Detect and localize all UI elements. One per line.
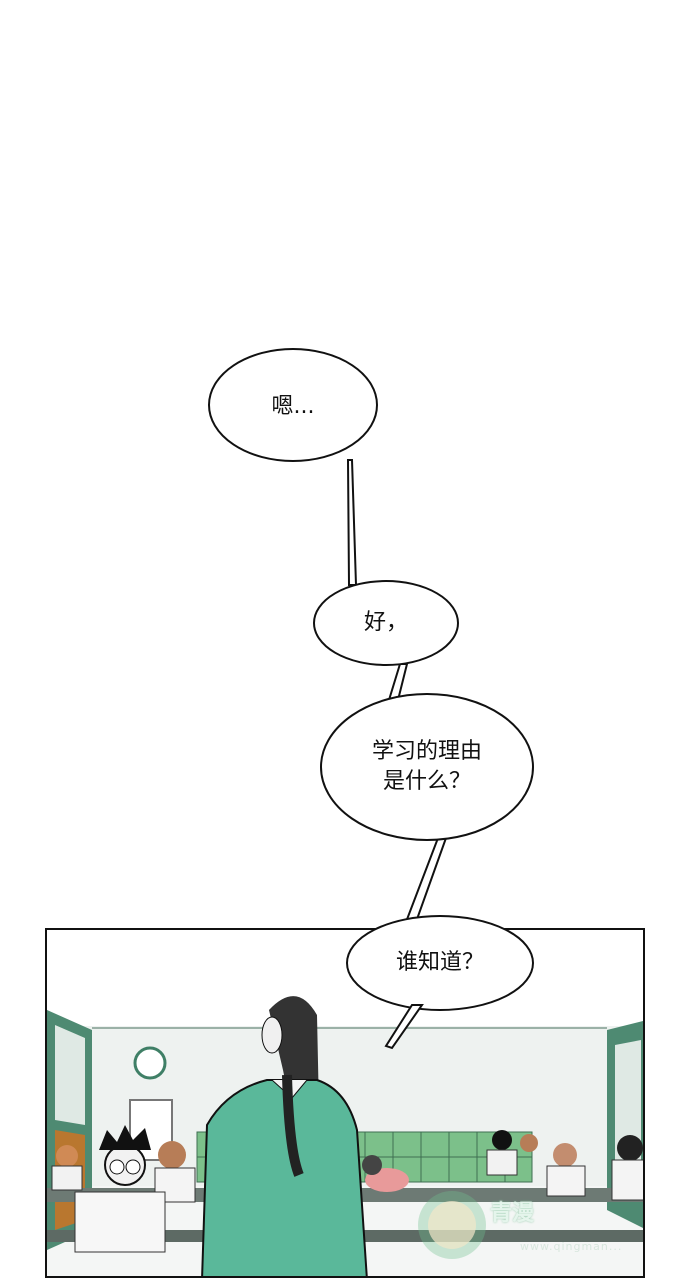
bubble-4-text: 谁知道？ [395,950,484,975]
students-right [362,1130,643,1201]
bubble-1-text: 嗯... [271,394,315,419]
bubble-3-line-2: 是什么？ [382,769,471,794]
watermark-brand: 青漫 [490,1201,535,1226]
bubble-2-text: 好， [363,610,408,635]
classroom-panel [45,928,645,1278]
bubble-3-text: 学习的理由 是什么？ [352,737,502,797]
classroom-illustration [47,930,643,1276]
students-left [51,1125,196,1253]
wall-clock-icon [133,1046,167,1080]
bubble-3-line-1: 学习的理由 [371,739,482,764]
teacher-figure [201,996,368,1276]
watermark-url: www.qingman... [520,1240,623,1253]
